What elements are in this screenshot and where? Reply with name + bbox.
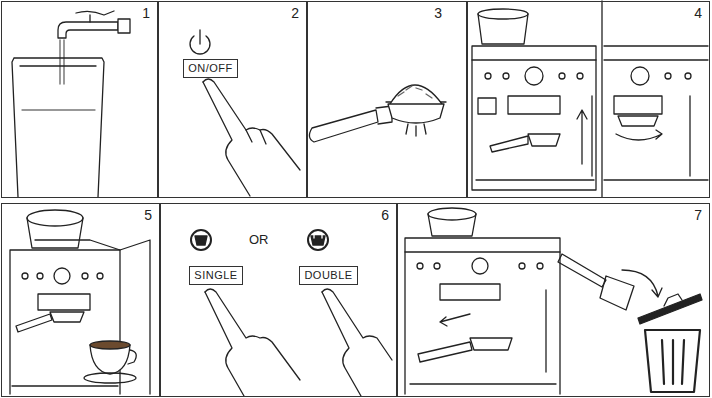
machine-insert-portafilter bbox=[472, 1, 708, 197]
machine-with-cup bbox=[10, 210, 150, 394]
step-number: 1 bbox=[142, 5, 150, 21]
step-number: 7 bbox=[694, 207, 702, 223]
step-number: 6 bbox=[381, 207, 389, 223]
step-number: 5 bbox=[144, 207, 152, 223]
button-label: ON/OFF bbox=[184, 62, 237, 75]
button-label: DOUBLE bbox=[300, 269, 357, 282]
connector-word: OR bbox=[248, 232, 270, 247]
faucet-and-tank bbox=[12, 11, 130, 197]
step-panel: 4 bbox=[467, 1, 710, 198]
button-label: SINGLE bbox=[190, 269, 242, 282]
power-symbol-and-hand bbox=[190, 30, 300, 196]
machine-and-trash-bin bbox=[405, 208, 702, 394]
step-panel: 5 bbox=[1, 203, 160, 397]
step-panel: 6SINGLE DOUBLE bbox=[160, 203, 397, 397]
step-panel: 2ON/OFF bbox=[158, 1, 307, 198]
cup-icons-and-hands bbox=[191, 230, 392, 396]
step-number: 4 bbox=[694, 5, 702, 21]
step-number: 3 bbox=[434, 5, 442, 21]
portafilter-with-coffee bbox=[309, 85, 446, 142]
button-box: DOUBLE bbox=[299, 266, 358, 285]
button-box: ON/OFF bbox=[183, 59, 238, 78]
step-panel: 1 bbox=[1, 1, 158, 198]
step-panel: 7 bbox=[397, 203, 710, 397]
step-panel: 3 bbox=[307, 1, 467, 198]
button-box: SINGLE bbox=[189, 266, 243, 285]
step-number: 2 bbox=[291, 5, 299, 21]
